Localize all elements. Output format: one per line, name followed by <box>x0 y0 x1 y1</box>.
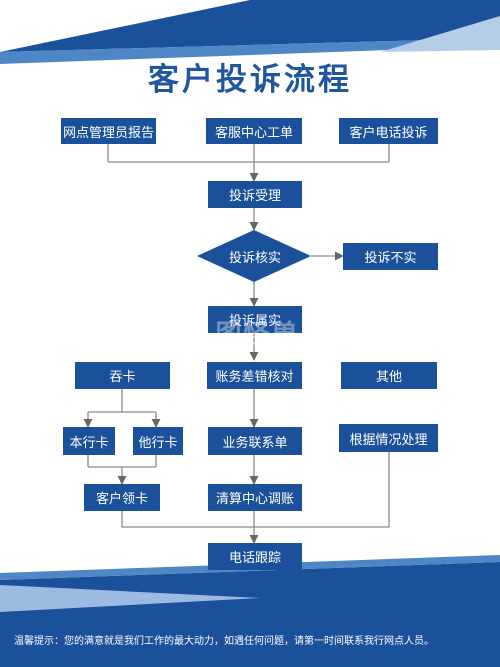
verify-diamond <box>197 230 311 282</box>
node-customer-collect-card: 客户领卡 <box>84 484 160 511</box>
header-light-shape <box>380 16 500 52</box>
node-complaint-confirmed: 投诉属实 <box>208 306 302 333</box>
node-account-error-check: 账务差错核对 <box>207 362 302 389</box>
page-title: 客户投诉流程 <box>148 62 352 98</box>
node-own-bank-card: 本行卡 <box>63 427 115 455</box>
node-other: 其他 <box>341 362 437 389</box>
header-band <box>0 0 500 52</box>
footer-band <box>0 562 500 667</box>
node-complaint-verify-label: 投诉核实 <box>228 250 281 266</box>
node-complaint-not-true: 投诉不实 <box>343 243 438 270</box>
node-branch-report: 网点管理员报告 <box>61 118 156 144</box>
footer-light-shape <box>0 585 260 612</box>
node-phone-complaint: 客户电话投诉 <box>339 118 438 144</box>
node-handle-by-case: 根据情况处理 <box>339 424 438 452</box>
line-sources-to-accept <box>107 144 390 181</box>
node-complaint-accept: 投诉受理 <box>208 181 302 208</box>
node-other-bank-card: 他行卡 <box>133 427 183 455</box>
node-phone-follow-up: 电话跟踪 <box>208 543 302 570</box>
node-clearing-adjust: 清算中心调账 <box>208 484 302 511</box>
footer-tip: 温馨提示：您的满意就是我们工作的最大动力，如遇任何问题，请第一时间联系我行网点人… <box>14 636 434 647</box>
node-card-swallowed: 吞卡 <box>75 362 170 389</box>
line-bottom-merge <box>121 452 390 543</box>
line-card-swallowed-split <box>88 389 156 413</box>
line-cards-merge <box>87 455 157 484</box>
node-service-ticket: 客服中心工单 <box>206 118 302 144</box>
node-business-contact: 业务联系单 <box>208 427 302 455</box>
header-band-stripe <box>0 38 500 64</box>
